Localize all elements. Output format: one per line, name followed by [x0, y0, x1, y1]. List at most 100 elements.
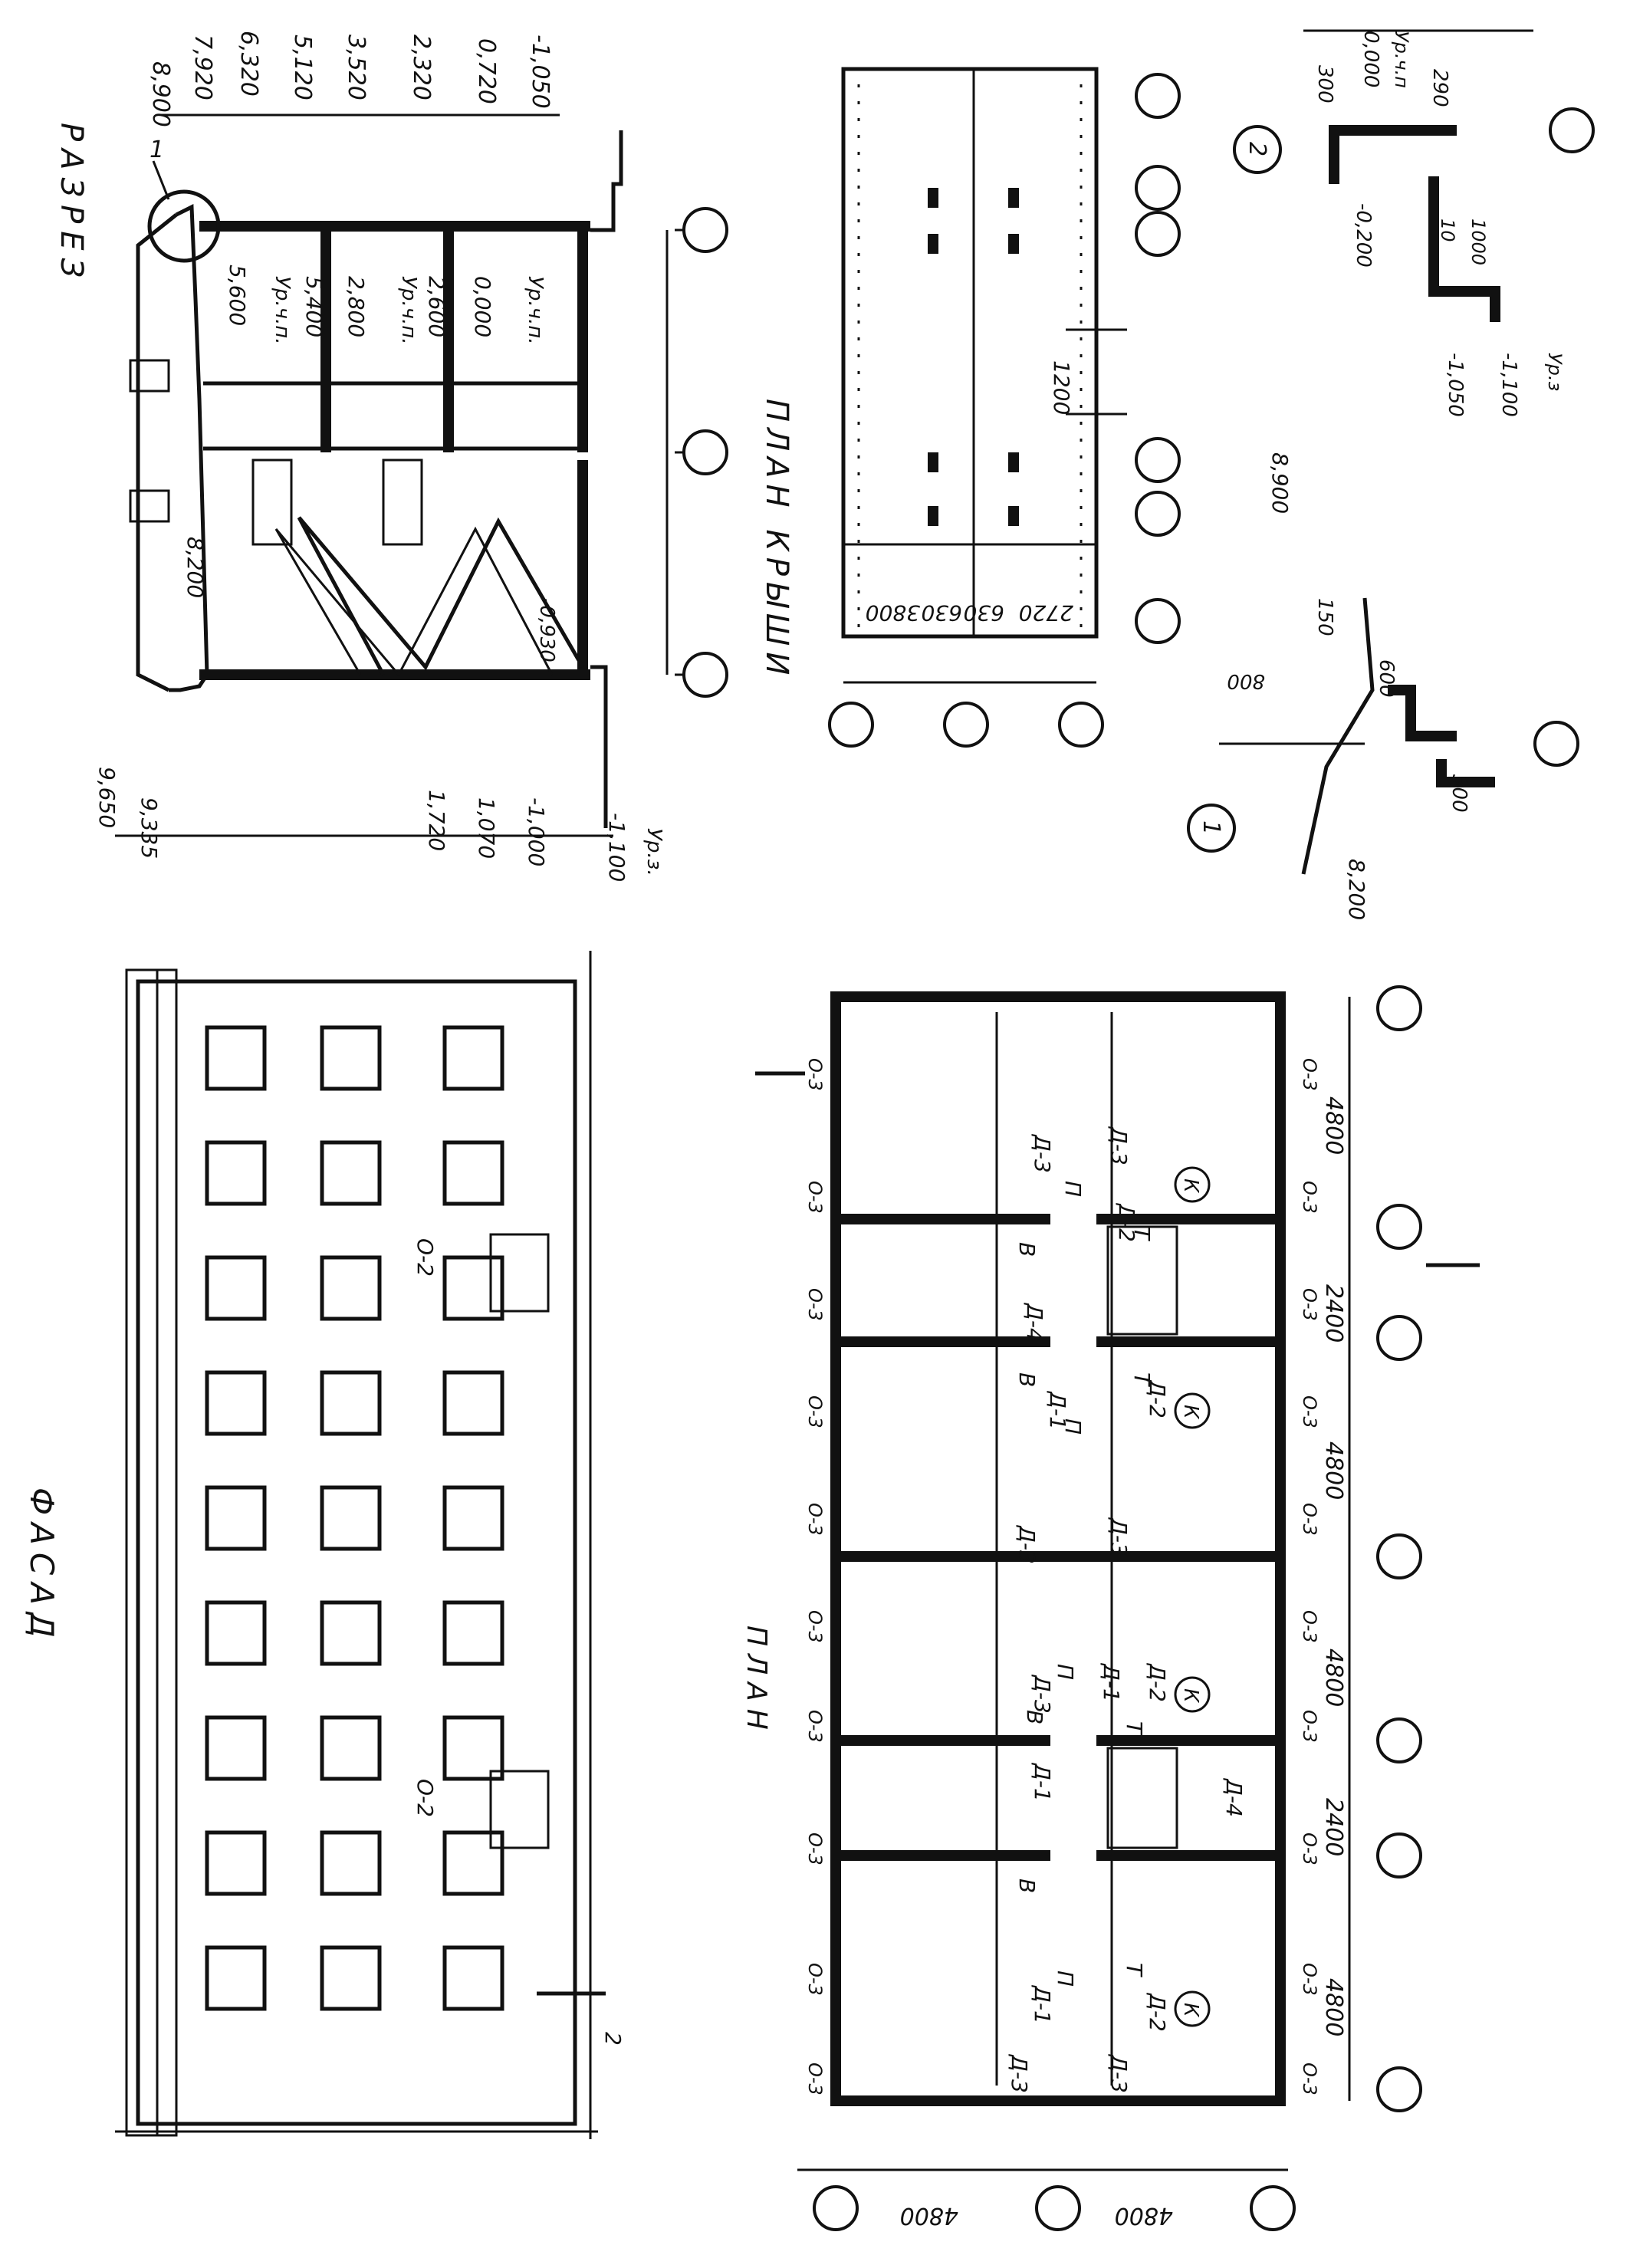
facade-window — [320, 1600, 382, 1666]
plan-room-mark: П — [1060, 1418, 1086, 1435]
roof-level-8200: 8,200 — [182, 537, 208, 598]
node1-dim-150: 150 — [1313, 598, 1336, 636]
node2-dim-300: 300 — [1313, 65, 1336, 104]
facade-window — [205, 1600, 267, 1666]
node1-level-8200: 8,200 — [1344, 859, 1369, 920]
plan-room-mark: Т — [1129, 1372, 1155, 1387]
facade-window — [320, 1140, 382, 1206]
section-drawing: 1 — [129, 130, 728, 828]
plan-window-mark: О-3 — [804, 1963, 826, 1996]
facade-window-tag-2: О-2 — [412, 1779, 438, 1817]
plan-door-mark: Д-1 — [1030, 1984, 1055, 2024]
plan-door-mark: Д-1 — [1045, 1390, 1070, 1430]
level-8900: 8,900 — [147, 61, 174, 127]
facade-window-tag-1: О-2 — [412, 1238, 438, 1277]
roof-dim-2720: 2720 — [1019, 600, 1073, 626]
node2-label: 2 — [1244, 142, 1270, 156]
plan-bay-dim: 2400 — [1320, 1798, 1347, 1856]
plan-window-mark: О-3 — [1299, 1610, 1320, 1643]
roof-dim-630b: 630 — [922, 600, 962, 626]
plan-window-mark: О-3 — [804, 1610, 826, 1643]
plan-window-mark: О-3 — [1299, 1181, 1320, 1214]
plan-window-mark: О-3 — [804, 2063, 826, 2095]
plan-door-mark: Д-1 — [1099, 1662, 1124, 1702]
section-node-callout: 1 — [150, 136, 164, 163]
facade-window — [320, 1945, 382, 2011]
roof-dim-1200: 1200 — [1049, 360, 1074, 415]
facade-window — [320, 1025, 382, 1091]
level-1070: 1,070 — [474, 797, 499, 859]
plan-window-mark: О-3 — [804, 1181, 826, 1214]
plan-drawing — [755, 985, 1480, 2231]
plan-window-mark: О-3 — [804, 1503, 826, 1536]
level-7920: 7,920 — [189, 35, 216, 100]
level-5120: 5,120 — [289, 35, 316, 100]
plan-room-mark: Т — [1129, 1227, 1155, 1241]
roof-dim-3800: 3800 — [866, 600, 920, 626]
section-floor-levels: 5,600 Ур.ч.п. 5,400 2,800 Ур.ч.п. 2,600 … — [182, 265, 558, 662]
plan-title: ПЛАН — [741, 1625, 772, 1737]
plan-room-mark: К — [1179, 1178, 1202, 1194]
roof-plan-drawing — [828, 67, 1181, 748]
plan-window-mark: О-3 — [804, 1832, 826, 1865]
plan-door-mark: Д-3 — [1106, 1517, 1132, 1556]
level-3520: 3,520 — [343, 35, 370, 100]
floor-level-5600: 5,600 — [225, 265, 250, 326]
node2-dim-10: 10 — [1437, 219, 1458, 242]
floor-tag-2: Ур.ч.п. — [397, 276, 420, 345]
level-minus1050: -1,050 — [527, 35, 554, 109]
plan-room-mark: В — [1014, 1242, 1040, 1257]
roof-plan-dims: 2720 630 630 3800 1200 — [866, 360, 1074, 626]
floor-level-2600: 2,600 — [424, 276, 449, 337]
facade-window — [205, 1830, 267, 1896]
plan-bay-dim: 4800 — [1320, 1978, 1347, 2036]
facade-window — [442, 1140, 504, 1206]
facade-window — [442, 1715, 504, 1781]
section-right-levels: 8,900 7,920 6,320 5,120 3,520 2,320 0,72… — [147, 31, 560, 127]
plan-window-mark: О-3 — [1299, 1963, 1320, 1996]
floor-tag-1: Ур.ч.п. — [271, 276, 294, 345]
node2-dim-290: 290 — [1428, 69, 1451, 107]
plan-door-mark: Д-2 — [1145, 1379, 1170, 1418]
facade-window — [205, 1140, 267, 1206]
plan-door-mark: Д-3 — [1106, 1126, 1132, 1165]
kitchen-circle — [1174, 1990, 1211, 2027]
facade-window — [442, 1370, 504, 1436]
node1-level-8900: 8,900 — [1267, 452, 1293, 514]
plan-window-mark: О-3 — [1299, 2063, 1320, 2095]
node2-dim-1000: 1000 — [1467, 219, 1489, 265]
plan-window-mark: О-3 — [1299, 1058, 1320, 1091]
plan-room-mark: К — [1179, 1688, 1202, 1704]
node1-label: 1 — [1198, 820, 1224, 835]
node1-dim-800: 800 — [1227, 669, 1265, 692]
plan-door-mark: Д-3 — [1014, 1524, 1040, 1564]
plan-door-mark: Д-2 — [1145, 1662, 1170, 1702]
facade-window — [205, 1715, 267, 1781]
plan-room-mark: В — [1014, 1878, 1040, 1893]
level-2320: 2,320 — [408, 35, 435, 100]
facade-window — [442, 1255, 504, 1321]
plan-bay-dim: 4800 — [1320, 1096, 1347, 1155]
plan-room-mark: П — [1053, 1971, 1078, 1987]
plan-door-mark: Д-2 — [1145, 1992, 1170, 2032]
node2-level-minus1100: -1,100 — [1497, 353, 1520, 417]
plan-door-mark: Д-1 — [1030, 1762, 1055, 1802]
plan-window-mark: О-3 — [1299, 1710, 1320, 1743]
facade-window — [442, 1945, 504, 2011]
facade-window — [320, 1830, 382, 1896]
level-9650: 9,650 — [94, 767, 120, 828]
floor-level-2800: 2,800 — [343, 276, 369, 337]
plan-window-mark: О-3 — [1299, 1503, 1320, 1536]
floor-tag-3: Ур.ч.п. — [524, 276, 547, 345]
roof-dim-630a: 630 — [964, 600, 1004, 626]
plan-room-mark: Т — [1122, 1963, 1147, 1977]
plan-door-mark: Д-2 — [1114, 1202, 1139, 1242]
plan-window-mark: О-3 — [804, 1288, 826, 1321]
floor-level-0000: 0,000 — [470, 276, 495, 337]
level-minus1100: -1,100 — [604, 813, 629, 882]
plan-room-mark: К — [1179, 1405, 1202, 1420]
detail-node-1: 1 8,900 150 600 800 300 8,200 — [1187, 452, 1579, 920]
facade-title: ФАСАД — [23, 1487, 61, 1645]
level-6320: 6,320 — [235, 31, 262, 97]
